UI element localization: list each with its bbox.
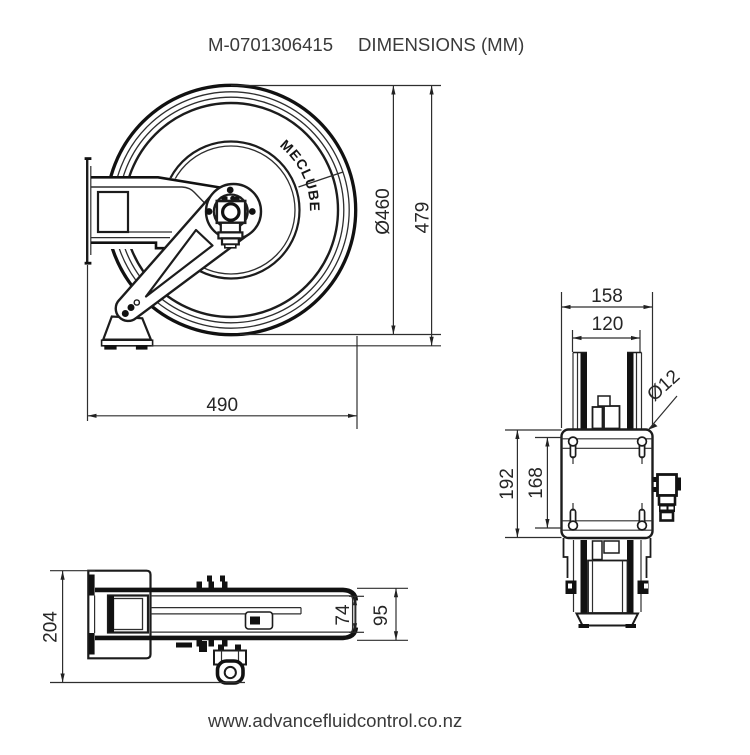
svg-text:M-0701306415: M-0701306415 bbox=[208, 34, 333, 55]
svg-text:95: 95 bbox=[371, 605, 392, 626]
svg-text:74: 74 bbox=[333, 604, 354, 626]
svg-text:www.advancefluidcontrol.co.nz: www.advancefluidcontrol.co.nz bbox=[207, 710, 462, 731]
svg-text:479: 479 bbox=[413, 202, 434, 234]
svg-text:490: 490 bbox=[206, 395, 238, 416]
svg-text:204: 204 bbox=[41, 611, 62, 643]
svg-text:Ø460: Ø460 bbox=[373, 188, 394, 234]
svg-text:168: 168 bbox=[526, 467, 547, 499]
svg-text:DIMENSIONS (MM): DIMENSIONS (MM) bbox=[358, 34, 524, 55]
svg-text:120: 120 bbox=[592, 314, 624, 335]
svg-text:192: 192 bbox=[497, 468, 518, 500]
svg-text:158: 158 bbox=[591, 286, 623, 307]
